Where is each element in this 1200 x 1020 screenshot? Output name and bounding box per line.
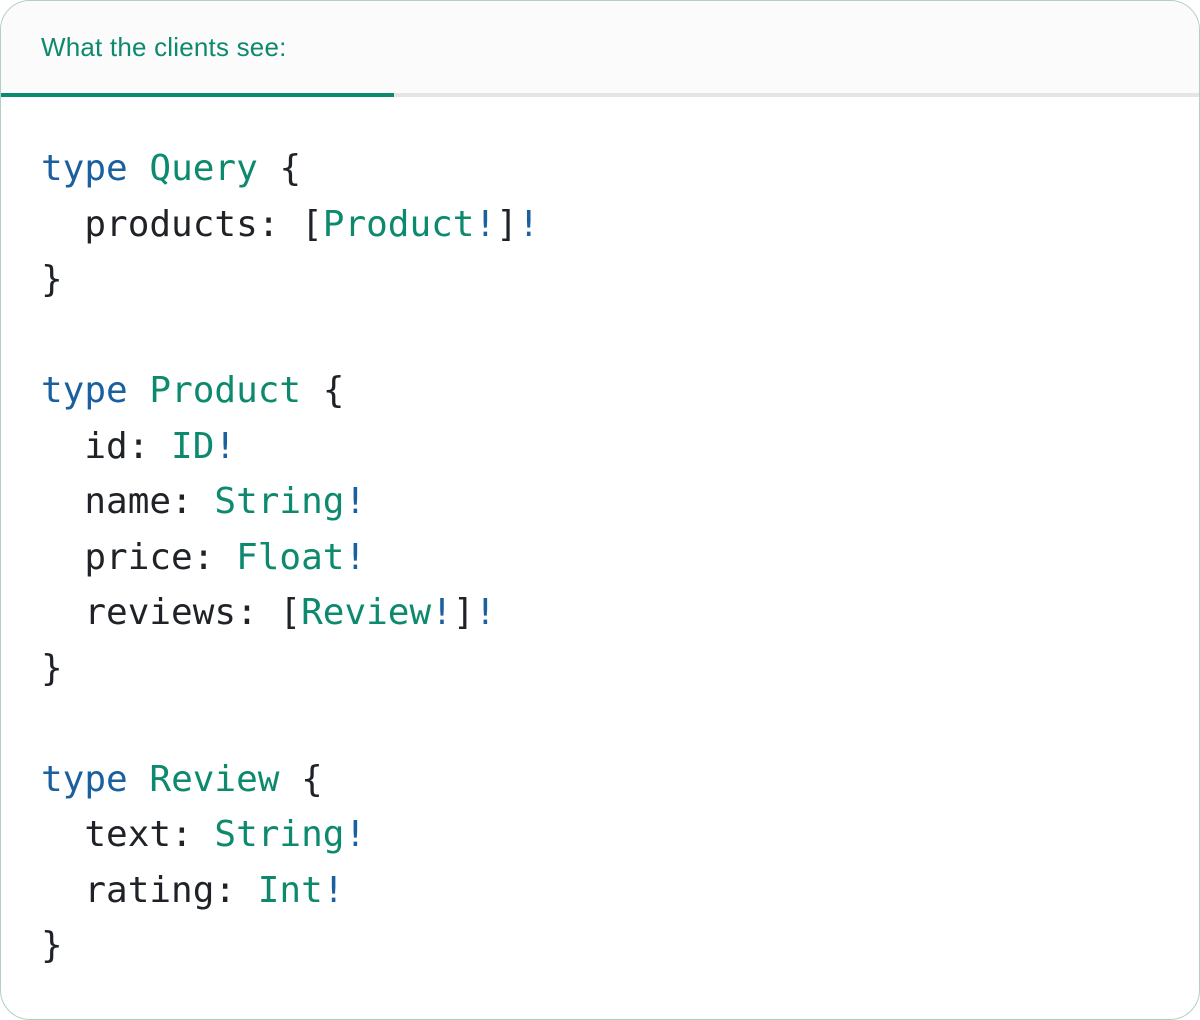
code-line: id: ID! xyxy=(41,425,237,467)
code-line: } xyxy=(41,925,63,966)
tab-what-the-clients-see[interactable]: What the clients see: xyxy=(1,1,394,93)
code-block: type Query { products: [Product!]!} type… xyxy=(1,97,1199,974)
code-line: products: [Product!]! xyxy=(41,203,540,245)
code-line: text: String! xyxy=(41,814,367,855)
code-line xyxy=(41,696,1159,752)
code-line: type Product { xyxy=(41,370,345,411)
code-line: type Query { xyxy=(41,148,302,189)
code-line: } xyxy=(41,647,63,689)
code-line: type Review { xyxy=(41,758,323,800)
tab-label: What the clients see: xyxy=(41,31,287,62)
code-line: rating: Int! xyxy=(41,869,345,911)
tab-bar: What the clients see: xyxy=(1,1,1199,97)
code-line: reviews: [Review!]! xyxy=(41,592,497,633)
code-line xyxy=(41,308,1159,364)
active-tab-underline xyxy=(1,93,394,97)
code-line: price: Float! xyxy=(41,536,367,578)
code-line: name: String! xyxy=(41,481,367,522)
code-line: } xyxy=(41,259,63,300)
